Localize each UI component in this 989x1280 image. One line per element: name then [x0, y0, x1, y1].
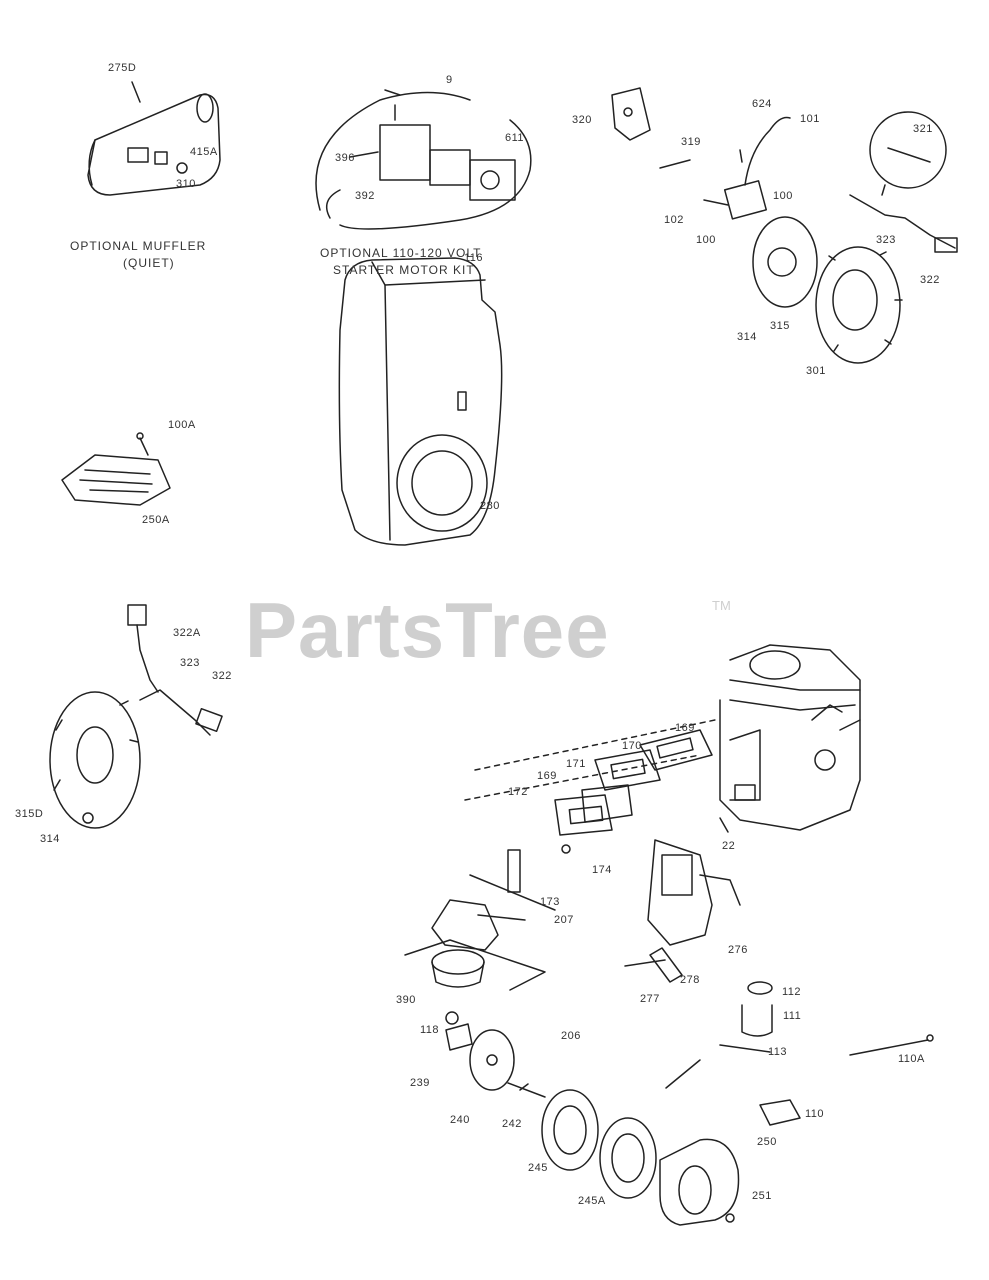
part-label: 392 [355, 190, 375, 202]
part-label: 113 [768, 1046, 788, 1058]
part-label: 301 [806, 365, 826, 377]
screen-illustration [61, 432, 171, 506]
part-label: 322 [920, 274, 940, 286]
part-label: 172 [508, 786, 528, 798]
part-label: 171 [566, 758, 586, 770]
part-label: 319 [681, 136, 701, 148]
partstree-watermark: PartsTree [245, 586, 610, 674]
breather-parts-illustration [665, 981, 934, 1126]
part-label: 22 [722, 840, 736, 852]
part-label: 276 [728, 944, 748, 956]
part-label: 118 [420, 1024, 440, 1036]
part-label: 174 [592, 864, 612, 876]
part-label: 278 [680, 974, 700, 986]
part-label: 242 [502, 1118, 522, 1130]
part-label: 9 [446, 74, 453, 86]
part-label: 275D [108, 62, 137, 74]
trademark-symbol: TM [712, 598, 731, 613]
part-label: 323 [876, 234, 896, 246]
muffler-illustration [87, 81, 221, 196]
part-label: 169 [675, 722, 695, 734]
part-label: 110A [898, 1053, 925, 1065]
muffler-caption-line2: (QUIET) [123, 256, 175, 270]
part-label: 314 [40, 833, 60, 845]
part-label: 170 [622, 740, 642, 752]
engine-block-illustration [719, 644, 861, 831]
part-label: 207 [554, 914, 574, 926]
muffler-caption-line1: OPTIONAL MUFFLER [70, 239, 207, 253]
part-label: 100 [773, 190, 793, 202]
part-label: 112 [782, 986, 802, 998]
part-label: 396 [335, 152, 355, 164]
part-label: 250A [142, 514, 170, 526]
part-label: 611 [505, 132, 525, 144]
part-label: 245 [528, 1162, 548, 1174]
part-label: 315D [15, 808, 44, 820]
part-label: 415A [190, 146, 218, 158]
linkage-illustration [469, 844, 571, 911]
starter-motor-kit-illustration [315, 89, 532, 230]
part-label: 102 [664, 214, 684, 226]
part-label: 100 [696, 234, 716, 246]
part-label: 239 [410, 1077, 430, 1089]
starter-caption-line2: STARTER MOTOR KIT [333, 263, 475, 277]
part-label: 173 [540, 896, 560, 908]
part-label: 110 [805, 1108, 825, 1120]
part-label: 100A [168, 419, 196, 431]
alternator-stator-illustration [49, 604, 223, 829]
part-label: 322 [212, 670, 232, 682]
part-label: 251 [752, 1190, 772, 1202]
part-label: 320 [572, 114, 592, 126]
blower-housing-illustration [338, 257, 503, 546]
part-label: 245A [578, 1195, 606, 1207]
intake-gaskets-illustration [464, 719, 729, 836]
carburetor-illustration [404, 899, 546, 1051]
part-label: 314 [737, 331, 757, 343]
part-label: 240 [450, 1114, 470, 1126]
part-label: 277 [640, 993, 660, 1005]
part-label: 116 [464, 252, 484, 264]
part-label: 280 [480, 500, 500, 512]
part-label: 624 [752, 98, 772, 110]
part-label: 322A [173, 627, 201, 639]
part-label: 321 [913, 123, 933, 135]
part-label: 206 [561, 1030, 581, 1042]
part-label: 323 [180, 657, 200, 669]
starter-caption-line1: OPTIONAL 110-120 VOLT [320, 246, 482, 260]
part-label: 250 [757, 1136, 777, 1148]
part-label: 111 [783, 1010, 802, 1022]
part-label: 390 [396, 994, 416, 1006]
ignition-flywheel-illustration [611, 87, 958, 364]
part-label: 169 [537, 770, 557, 782]
part-label: 315 [770, 320, 790, 332]
part-label: 310 [176, 178, 196, 190]
part-label: 101 [800, 113, 820, 125]
air-cleaner-illustration [469, 839, 741, 1226]
